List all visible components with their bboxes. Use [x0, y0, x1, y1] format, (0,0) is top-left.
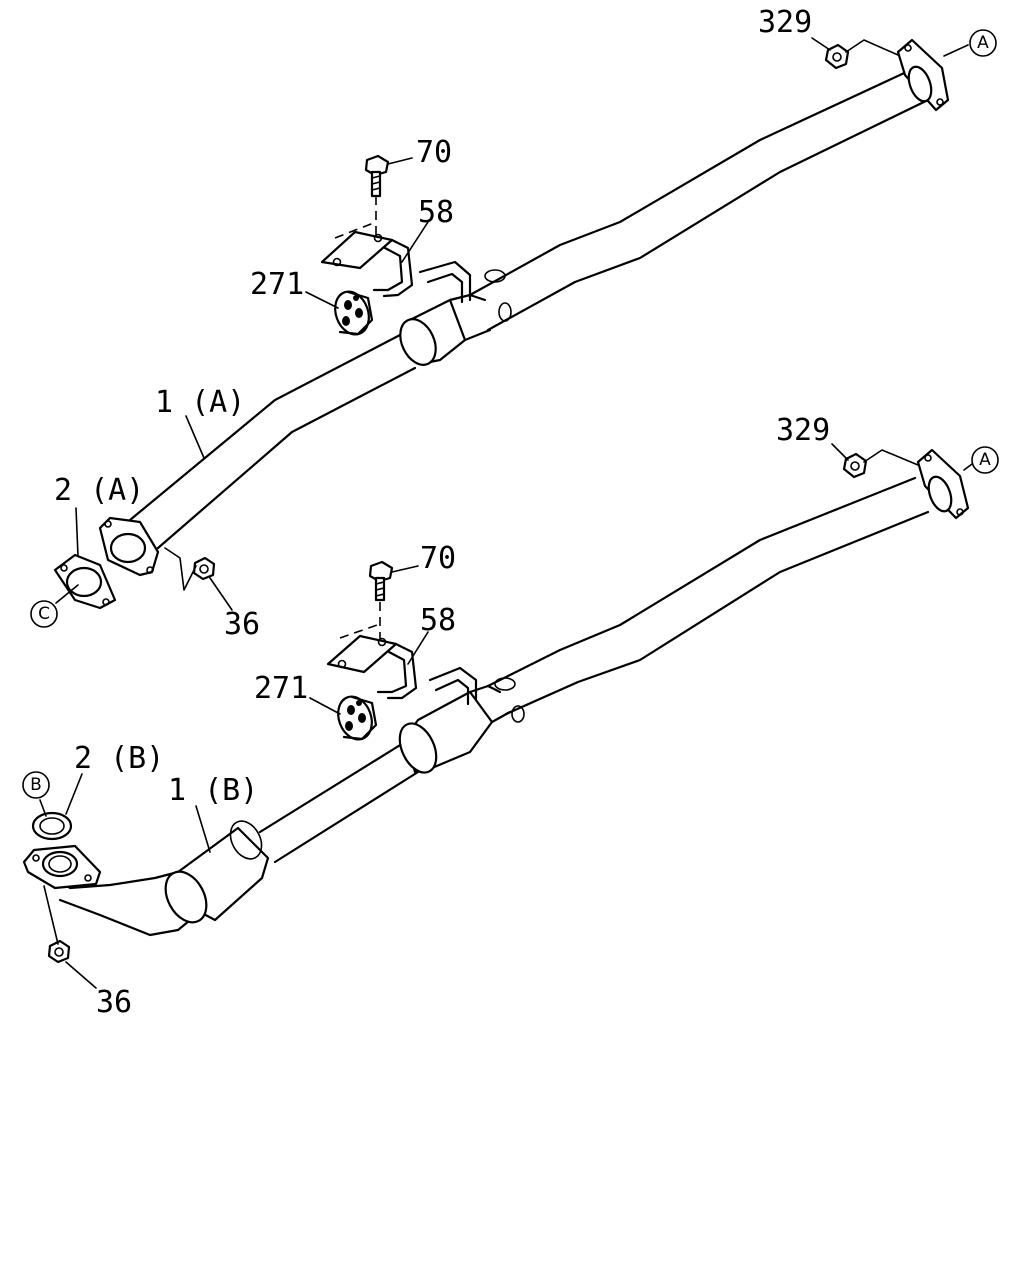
label-329-a: 329 — [758, 5, 812, 40]
gasket-2b — [31, 811, 73, 841]
rubber-mount-271-b — [337, 695, 378, 741]
bracket-58-a — [320, 221, 414, 298]
assembly-b: 329 A 70 58 271 1 (B) 2 (B) B 36 — [22, 413, 999, 1020]
bolt-70-a — [364, 154, 390, 236]
nut-329-a — [824, 43, 850, 70]
front-flange-a — [98, 516, 160, 577]
label-58-a: 58 — [418, 195, 454, 230]
svg-text:A: A — [979, 450, 991, 470]
svg-text:B: B — [30, 775, 42, 795]
ref-circle-b: B — [22, 771, 50, 799]
rear-flange-a — [896, 38, 950, 112]
label-1a: 1 (A) — [155, 385, 245, 420]
nut-36-a — [192, 556, 216, 581]
pipe-1a — [128, 66, 930, 550]
ref-circle-a-bottom: A — [971, 446, 999, 474]
label-70-a: 70 — [416, 135, 452, 170]
pipe-1b — [46, 476, 930, 937]
svg-text:A: A — [977, 33, 989, 53]
label-271-b: 271 — [254, 671, 308, 706]
rear-flange-b — [916, 448, 970, 520]
nut-329-b — [842, 452, 868, 479]
label-36-a: 36 — [224, 607, 260, 642]
front-flange-b — [22, 844, 102, 890]
rubber-mount-271-a — [334, 290, 374, 336]
bracket-58-b — [326, 623, 418, 700]
label-70-b: 70 — [420, 541, 456, 576]
label-1b: 1 (B) — [168, 773, 258, 808]
label-329-b: 329 — [776, 413, 830, 448]
label-36-b: 36 — [96, 985, 132, 1020]
ref-circle-c: C — [30, 600, 58, 628]
nut-36-b — [47, 939, 71, 964]
svg-text:C: C — [38, 604, 50, 624]
leaders-b — [39, 443, 973, 989]
leaders-a — [55, 37, 969, 611]
label-58-b: 58 — [420, 603, 456, 638]
bolt-70-b — [368, 560, 394, 640]
label-2b: 2 (B) — [74, 741, 164, 776]
label-2a: 2 (A) — [54, 473, 144, 508]
gasket-2a — [53, 553, 117, 610]
label-271-a: 271 — [250, 267, 304, 302]
assembly-a: 329 A 70 58 271 1 (A) 2 (A) C 36 — [30, 5, 997, 642]
ref-circle-a-top: A — [969, 29, 997, 57]
